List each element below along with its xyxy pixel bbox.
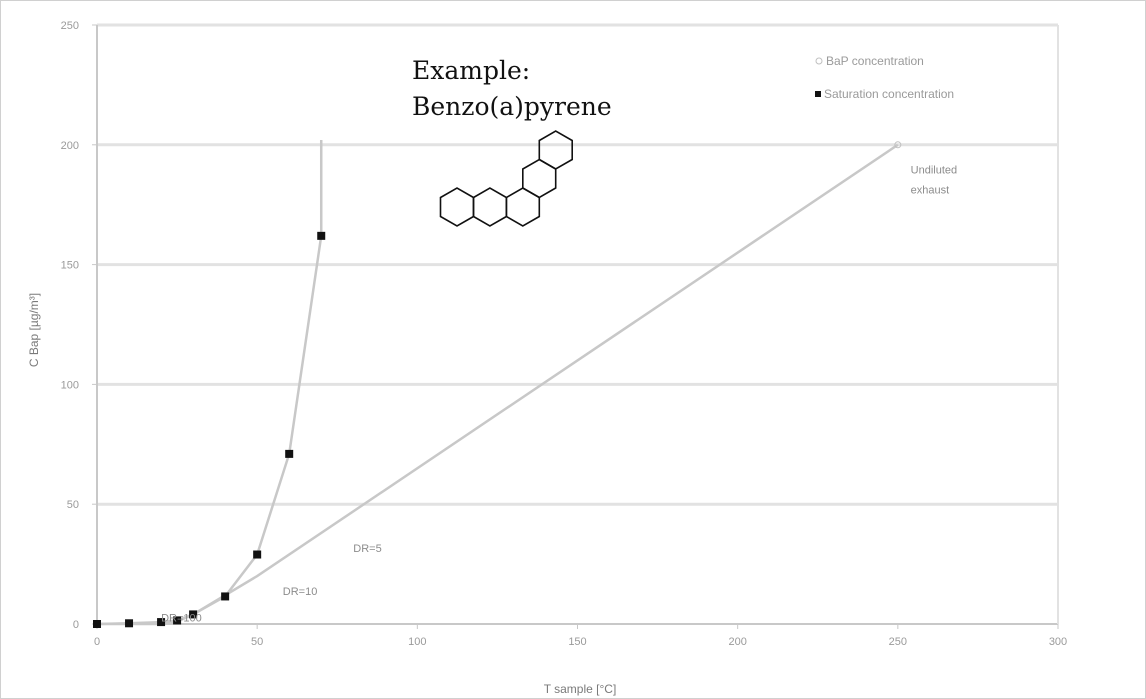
legend-item-bap: BaP concentration — [815, 54, 924, 68]
x-tick-label-250: 250 — [889, 636, 907, 648]
x-axis-title: T sample [°C] — [544, 682, 617, 696]
y-tick-label-100: 100 — [61, 379, 79, 391]
annotation-2: DR=10 — [283, 586, 318, 598]
x-tick-label-100: 100 — [408, 636, 426, 648]
series-line-saturation — [96, 140, 323, 626]
saturation-point-2 — [157, 618, 166, 627]
example-title-line2: Benzo(a)pyrene — [412, 92, 612, 121]
x-tick-label-300: 300 — [1049, 636, 1067, 648]
legend-marker-bap — [815, 57, 823, 65]
saturation-point-4 — [189, 610, 198, 619]
molecule-ring-5 — [538, 130, 574, 170]
saturation-point-8 — [317, 231, 326, 240]
saturation-point-5 — [221, 592, 230, 601]
saturation-point-0 — [93, 620, 101, 628]
x-tick-label-200: 200 — [728, 636, 746, 648]
tick-labels: 0 50 100 150 200 250 300 0 50 100 150 200 250 — [61, 20, 1068, 648]
saturation-point-1 — [125, 619, 134, 628]
annotation-3: DR=100 — [161, 613, 202, 625]
y-axis-title: C Bap [µg/m³] — [27, 293, 41, 367]
benzo-a-pyrene-structure-icon — [439, 130, 574, 227]
x-tick-label-0: 0 — [94, 636, 100, 648]
y-tick-label-0: 0 — [73, 619, 79, 631]
y-tick-label-50: 50 — [67, 499, 79, 511]
bap-endpoint-marker — [894, 141, 902, 149]
series-markers — [93, 141, 902, 628]
legend-item-saturation: Saturation concentration — [815, 87, 954, 101]
legend-label-bap: BaP concentration — [826, 54, 924, 68]
legend-label-saturation: Saturation concentration — [824, 87, 954, 101]
legend-marker-saturation — [815, 91, 821, 97]
molecule-ring-4 — [521, 158, 557, 199]
saturation-point-6 — [253, 550, 262, 559]
annotation-0-line0: Undiluted — [911, 165, 957, 177]
saturation-point-3 — [173, 616, 182, 625]
annotation-1: DR=5 — [353, 543, 381, 555]
saturation-point-7 — [285, 449, 294, 458]
series-lines — [96, 140, 899, 626]
molecule-ring-3 — [505, 187, 541, 227]
molecule-ring-2 — [472, 187, 508, 227]
example-title-line1: Example: — [412, 56, 530, 85]
molecule-ring-1 — [439, 187, 475, 227]
annotation-0-line1: exhaust — [911, 185, 950, 197]
x-tick-label-50: 50 — [251, 636, 263, 648]
legend: BaP concentration Saturation concentrati… — [815, 54, 954, 101]
y-tick-label-250: 250 — [61, 20, 79, 32]
y-tick-label-200: 200 — [61, 140, 79, 152]
x-tick-label-150: 150 — [568, 636, 586, 648]
y-tick-label-150: 150 — [61, 260, 79, 272]
